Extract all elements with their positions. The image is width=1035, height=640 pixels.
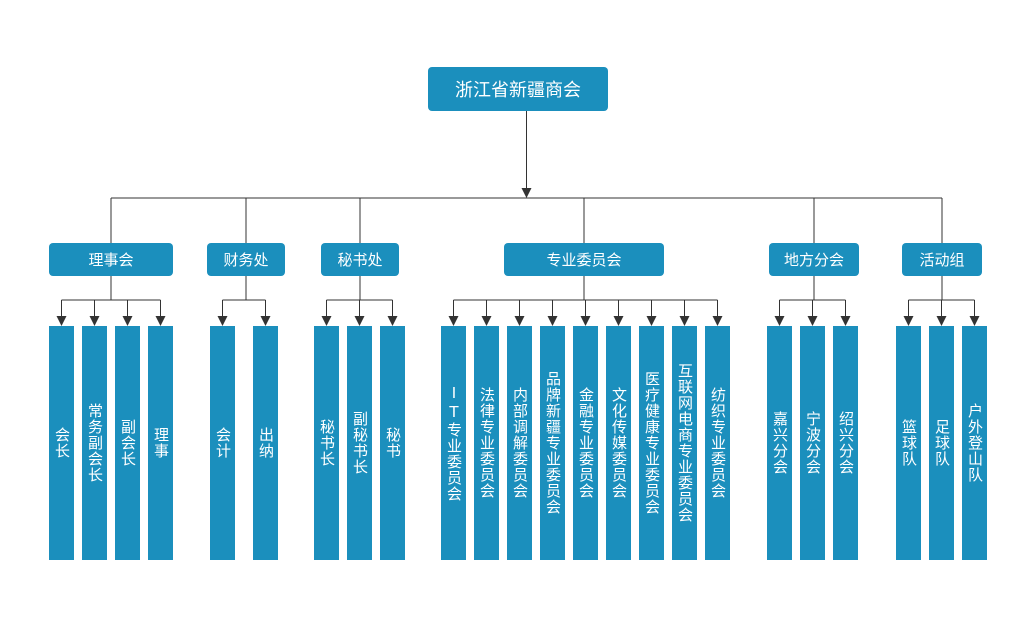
leaf-node: 常务副会长 xyxy=(82,326,107,560)
arrow-head xyxy=(481,316,492,326)
arrow-head xyxy=(122,316,133,326)
arrow-head xyxy=(646,316,657,326)
leaf-node: 绍兴分会 xyxy=(833,326,858,560)
arrow-head xyxy=(155,316,166,326)
leaf-node: 理事 xyxy=(148,326,173,560)
dept-node-council: 理事会 xyxy=(49,243,173,276)
arrow-head xyxy=(521,188,532,198)
arrow-head xyxy=(217,316,228,326)
dept-node-activities: 活动组 xyxy=(902,243,982,276)
leaf-node: 篮球队 xyxy=(896,326,921,560)
dept-node-secretariat: 秘书处 xyxy=(321,243,399,276)
arrow-head xyxy=(613,316,624,326)
leaf-node: 出纳 xyxy=(253,326,278,560)
leaf-node: 户外登山队 xyxy=(962,326,987,560)
dept-node-committees: 专业委员会 xyxy=(504,243,664,276)
leaf-node: 秘书 xyxy=(380,326,405,560)
arrow-head xyxy=(807,316,818,326)
arrow-head xyxy=(580,316,591,326)
arrow-head xyxy=(514,316,525,326)
leaf-node: IT专业委员会 xyxy=(441,326,466,560)
leaf-node: 品牌新疆专业委员会 xyxy=(540,326,565,560)
leaf-node: 内部调解委员会 xyxy=(507,326,532,560)
leaf-node: 秘书长 xyxy=(314,326,339,560)
arrow-head xyxy=(712,316,723,326)
arrow-head xyxy=(903,316,914,326)
arrow-head xyxy=(547,316,558,326)
leaf-node: 会长 xyxy=(49,326,74,560)
root-node: 浙江省新疆商会 xyxy=(428,67,608,111)
dept-node-branches: 地方分会 xyxy=(769,243,859,276)
leaf-node: 文化传媒委员会 xyxy=(606,326,631,560)
dept-node-finance: 财务处 xyxy=(207,243,285,276)
leaf-node: 纺织专业委员会 xyxy=(705,326,730,560)
leaf-node: 金融专业委员会 xyxy=(573,326,598,560)
arrow-head xyxy=(321,316,332,326)
leaf-node: 互联网电商专业委员会 xyxy=(672,326,697,560)
leaf-node: 宁波分会 xyxy=(800,326,825,560)
arrow-head xyxy=(679,316,690,326)
arrow-head xyxy=(387,316,398,326)
arrow-head xyxy=(260,316,271,326)
arrow-head xyxy=(969,316,980,326)
leaf-node: 副会长 xyxy=(115,326,140,560)
arrow-head xyxy=(840,316,851,326)
arrow-head xyxy=(354,316,365,326)
leaf-node: 法律专业委员会 xyxy=(474,326,499,560)
arrow-head xyxy=(89,316,100,326)
leaf-node: 嘉兴分会 xyxy=(767,326,792,560)
arrow-head xyxy=(56,316,67,326)
leaf-node: 医疗健康专业委员会 xyxy=(639,326,664,560)
leaf-node: 会计 xyxy=(210,326,235,560)
arrow-head xyxy=(936,316,947,326)
arrow-head xyxy=(774,316,785,326)
arrow-head xyxy=(448,316,459,326)
leaf-node: 足球队 xyxy=(929,326,954,560)
leaf-node: 副秘书长 xyxy=(347,326,372,560)
